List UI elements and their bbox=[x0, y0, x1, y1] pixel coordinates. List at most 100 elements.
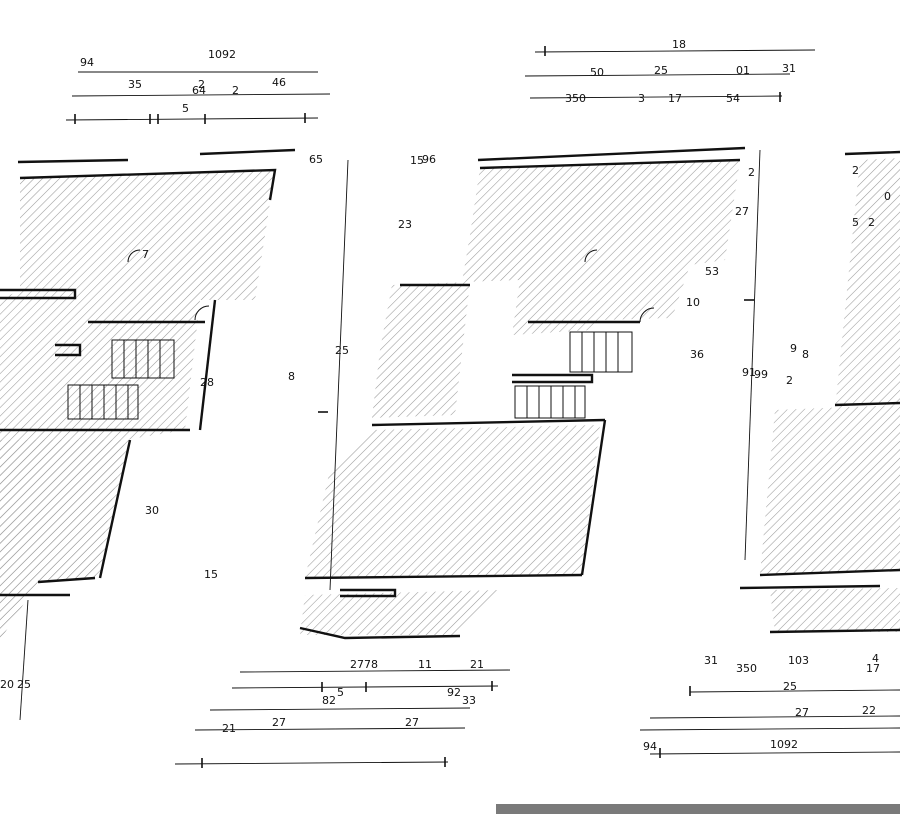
left-unit-mid-wall bbox=[0, 288, 77, 300]
center-unit-outline-top bbox=[479, 158, 741, 170]
bottom-gray-bar bbox=[496, 804, 900, 814]
dim-bottom-right-94: 94 bbox=[643, 740, 657, 753]
center-lower-floor-hatch bbox=[305, 425, 600, 578]
right-unit-lower-wall bbox=[759, 568, 900, 577]
label-7: 7 bbox=[142, 248, 149, 261]
dim-top-right-18: 18 bbox=[672, 38, 686, 51]
center-bottom-strip-hatch bbox=[300, 590, 500, 635]
label-8b: 8 bbox=[802, 348, 809, 361]
label-0: 0 bbox=[884, 190, 891, 203]
label-15b: 15 bbox=[204, 568, 218, 581]
label-10: 10 bbox=[686, 296, 700, 309]
right-unit-bottom-wall bbox=[769, 628, 900, 634]
dim-bottom-right-22: 22 bbox=[862, 704, 876, 717]
dim-bottom-right-31: 31 bbox=[704, 654, 718, 667]
center-stair-upper-flight bbox=[569, 331, 633, 373]
center-upper-door-swing bbox=[584, 249, 598, 263]
label-91: 91 bbox=[742, 366, 756, 379]
dim-bottom-mid-92: 92 bbox=[447, 686, 461, 699]
right-unit-mid-wall bbox=[834, 401, 900, 407]
dim-bottom-mid-27: 27 bbox=[272, 716, 286, 729]
dim-bottom-right-1092: 1092 bbox=[770, 738, 798, 751]
right-lower-floor-hatch bbox=[760, 405, 900, 575]
left-door-swing bbox=[194, 305, 210, 321]
dim-top-left-46: 46 bbox=[272, 76, 286, 89]
label-36: 36 bbox=[690, 348, 704, 361]
center-unit-step-wall bbox=[512, 373, 594, 384]
dim-top-left-35: 35 bbox=[128, 78, 142, 91]
left-upper-door-swing bbox=[127, 249, 141, 263]
label-99: 99 bbox=[754, 368, 768, 381]
right-unit-balcony-wall bbox=[739, 584, 881, 590]
label-20: 20 bbox=[0, 678, 14, 691]
label-27: 27 bbox=[735, 205, 749, 218]
dim-top-left-1092: 1092 bbox=[208, 48, 236, 61]
center-unit-mid-wall bbox=[371, 418, 606, 427]
label-53: 53 bbox=[705, 265, 719, 278]
label-2: 2 bbox=[786, 374, 793, 387]
dim-top-left-64: 64 bbox=[192, 84, 206, 97]
dim-top-right-31: 31 bbox=[782, 62, 796, 75]
dim-top-right-350: 350 bbox=[565, 92, 586, 105]
dim-bottom-right-27: 27 bbox=[795, 706, 809, 719]
dim-top-left-2b: 2 bbox=[232, 84, 239, 97]
label-96: 96 bbox=[422, 153, 436, 166]
left-stair-upper-flight bbox=[111, 339, 175, 379]
dim-bottom-right-4: 4 bbox=[872, 652, 879, 665]
door-swings bbox=[127, 249, 655, 323]
dim-top-right-50: 50 bbox=[590, 66, 604, 79]
staircases bbox=[67, 331, 633, 420]
label-30: 30 bbox=[145, 504, 159, 517]
left-unit-stair-wall bbox=[55, 343, 82, 357]
label-28: 28 bbox=[200, 376, 214, 389]
dim-bottom-mid-21b: 21 bbox=[222, 722, 236, 735]
hatched-floor-areas bbox=[0, 158, 900, 640]
dim-bottom-right-25: 25 bbox=[783, 680, 797, 693]
dim-bottom-mid-21: 21 bbox=[470, 658, 484, 671]
dim-bottom-mid-33: 33 bbox=[462, 694, 476, 707]
dim-top-right-17: 17 bbox=[668, 92, 682, 105]
dim-top-left-94: 94 bbox=[80, 56, 94, 69]
dimension-text: 94 1092 35 2 46 5 64 2 18 50 25 01 31 35… bbox=[80, 38, 880, 753]
label-9: 9 bbox=[790, 342, 797, 355]
center-unit-balcony-wall bbox=[340, 588, 397, 598]
left-unit-outline bbox=[19, 168, 277, 201]
center-unit-lower-wall bbox=[304, 573, 583, 580]
left-lower-floor-hatch bbox=[0, 440, 130, 640]
label-2c: 2 bbox=[868, 216, 875, 229]
left-unit-top-wall bbox=[17, 158, 129, 164]
dim-top-right-3: 3 bbox=[638, 92, 645, 105]
center-unit-top-wall bbox=[477, 146, 746, 162]
dim-bottom-right-103: 103 bbox=[788, 654, 809, 667]
label-65: 65 bbox=[309, 153, 323, 166]
right-unit-floor-hatch bbox=[835, 158, 900, 410]
center-unit-bottom-curve bbox=[299, 626, 461, 640]
left-unit-top-wall-b bbox=[199, 148, 296, 156]
center-unit-right-edge bbox=[580, 419, 607, 576]
dimension-lines bbox=[19, 46, 900, 768]
center-upper-floor-hatch bbox=[462, 160, 740, 335]
center-stair-lower-flight bbox=[514, 385, 586, 419]
right-bottom-strip-hatch bbox=[770, 588, 900, 632]
dim-top-left-5: 5 bbox=[182, 102, 189, 115]
left-stair-lower-flight bbox=[67, 384, 139, 420]
walls bbox=[0, 146, 900, 640]
dim-bottom-mid-2778: 2778 bbox=[350, 658, 378, 671]
center-mid-floor-hatch bbox=[372, 282, 470, 418]
label-25b: 25 bbox=[17, 678, 31, 691]
dim-top-right-54: 54 bbox=[726, 92, 740, 105]
left-stair bbox=[67, 339, 175, 420]
label-2e: 2 bbox=[748, 166, 755, 179]
dim-top-right-01: 01 bbox=[736, 64, 750, 77]
right-unit-top-wall bbox=[844, 150, 900, 156]
dim-bottom-mid-82: 82 bbox=[322, 694, 336, 707]
label-5: 5 bbox=[852, 216, 859, 229]
dim-bottom-right-17: 17 bbox=[866, 662, 880, 675]
center-door-swing bbox=[639, 307, 655, 323]
dim-bottom-mid-11: 11 bbox=[418, 658, 432, 671]
label-25: 25 bbox=[335, 344, 349, 357]
dim-top-left-2: 2 bbox=[198, 78, 205, 91]
label-15: 15 bbox=[410, 154, 424, 167]
scattered-annotations: 25 23 28 30 8 91 99 9 8 2 5 2 0 2 27 53 … bbox=[0, 153, 891, 691]
